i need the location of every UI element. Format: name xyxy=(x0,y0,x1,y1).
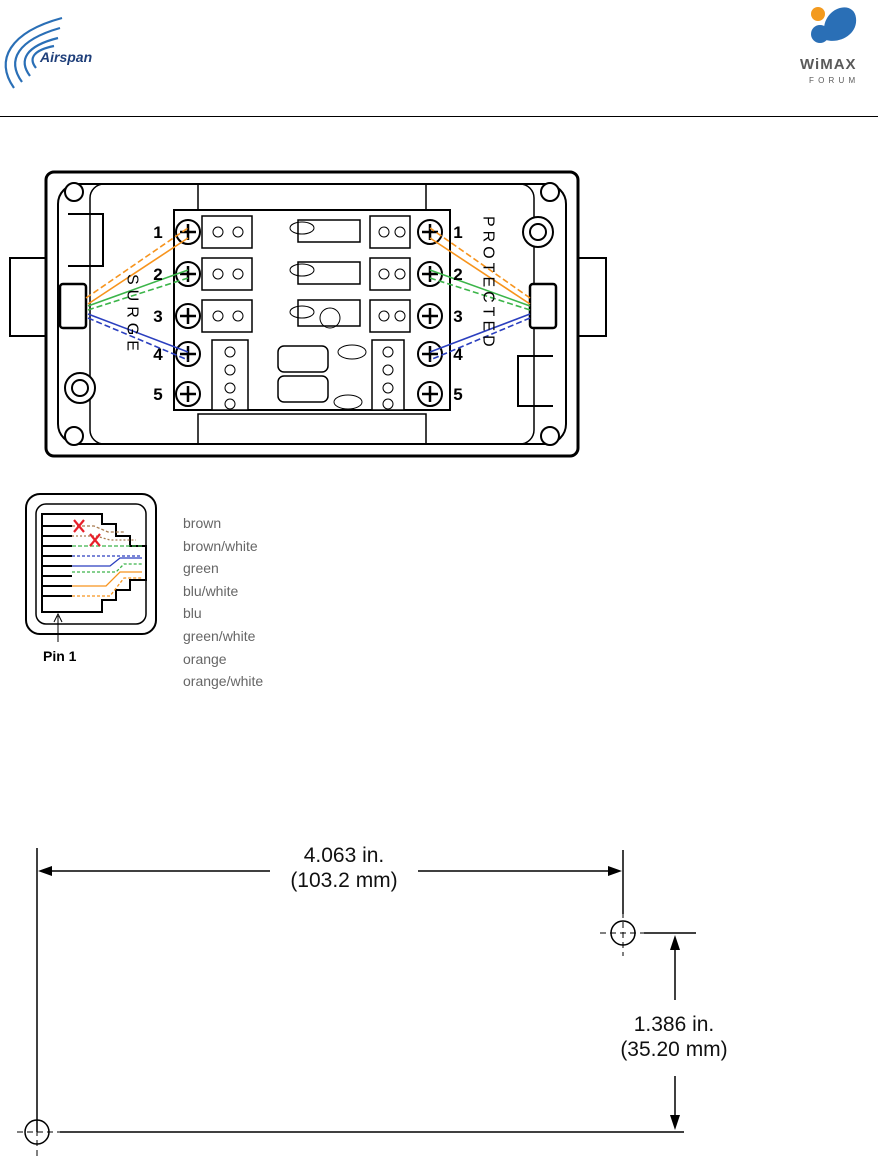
airspan-logo-text: Airspan xyxy=(39,49,92,65)
wire-color-item: green xyxy=(183,557,263,580)
left-terminal-number: 1 xyxy=(153,223,162,242)
wire-color-item: orange xyxy=(183,648,263,671)
wire-color-item: blu/white xyxy=(183,580,263,603)
wire-color-item: orange/white xyxy=(183,670,263,693)
vertical-dimension-mm: (35.20 mm) xyxy=(598,1037,750,1062)
wimax-forum-logo: WiMAX FORUM xyxy=(796,0,866,90)
vertical-dimension-inches: 1.386 in. xyxy=(598,1012,750,1037)
vertical-dimension-label: 1.386 in. (35.20 mm) xyxy=(598,1012,750,1062)
rj45-jack-diagram xyxy=(24,492,158,644)
right-terminal-number: 3 xyxy=(453,307,462,326)
horizontal-dimension-inches: 4.063 in. xyxy=(268,843,420,868)
left-terminal-number: 2 xyxy=(153,265,162,284)
wire-color-item: brown xyxy=(183,512,263,535)
left-terminal-number: 4 xyxy=(153,345,163,364)
right-terminal-number: 4 xyxy=(453,345,463,364)
surge-protector-diagram: 1 2 3 4 5 1 2 3 4 5 SURGE PROTECTED xyxy=(8,166,608,462)
mounting-hole-dimension-drawing xyxy=(0,840,878,1158)
horizontal-dimension-label: 4.063 in. (103.2 mm) xyxy=(268,843,420,893)
right-terminal-number: 1 xyxy=(453,223,462,242)
right-terminal-number: 5 xyxy=(453,385,462,404)
left-terminal-number: 3 xyxy=(153,307,162,326)
right-terminal-number: 2 xyxy=(453,265,462,284)
forum-logo-text: FORUM xyxy=(809,76,859,85)
wire-color-legend: brown brown/white green blu/white blu gr… xyxy=(183,512,263,693)
wire-color-item: blu xyxy=(183,602,263,625)
horizontal-dimension-mm: (103.2 mm) xyxy=(268,868,420,893)
left-terminal-number: 5 xyxy=(153,385,162,404)
wire-color-item: green/white xyxy=(183,625,263,648)
surge-label: SURGE xyxy=(124,274,141,356)
wire-color-item: brown/white xyxy=(183,535,263,558)
wimax-logo-text: WiMAX xyxy=(800,56,857,73)
header-divider xyxy=(0,116,878,117)
pin-1-label: Pin 1 xyxy=(43,648,76,664)
protected-label: PROTECTED xyxy=(480,216,497,351)
airspan-logo: Airspan xyxy=(0,10,110,92)
